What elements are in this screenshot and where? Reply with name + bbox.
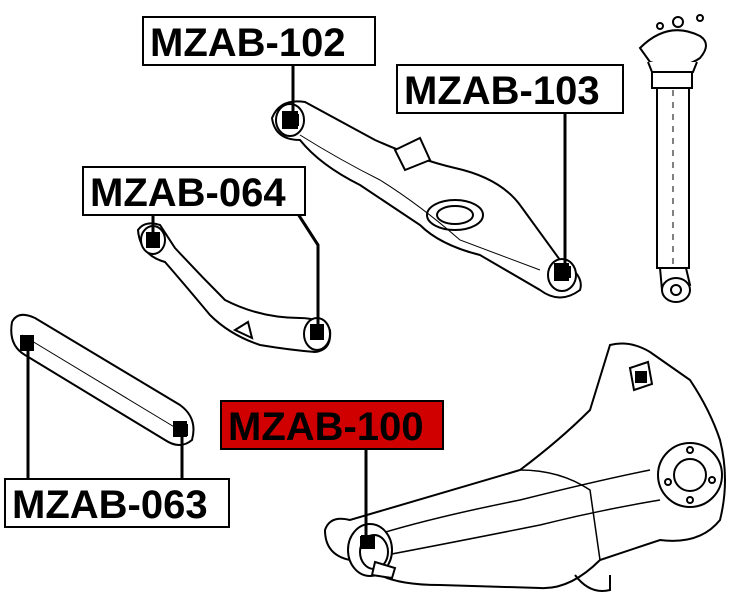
part-label-mzab-063: MZAB-063 — [4, 478, 230, 528]
part-label-mzab-102: MZAB-102 — [142, 16, 376, 66]
subframe-knuckle-drawing — [323, 342, 726, 592]
part-label-text: MZAB-100 — [228, 405, 424, 449]
part-label-text: MZAB-102 — [150, 21, 346, 65]
shock-absorber-drawing — [638, 14, 707, 303]
part-label-mzab-100: MZAB-100 — [220, 400, 444, 450]
part-label-mzab-103: MZAB-103 — [396, 64, 624, 114]
part-label-text: MZAB-063 — [12, 483, 208, 527]
part-label-text: MZAB-103 — [404, 69, 600, 113]
upper-arm-drawing — [136, 222, 332, 354]
leader-lines — [22, 64, 571, 548]
lateral-link-drawing — [10, 313, 195, 446]
part-label-text: MZAB-064 — [90, 171, 286, 215]
part-label-mzab-064: MZAB-064 — [82, 166, 306, 216]
